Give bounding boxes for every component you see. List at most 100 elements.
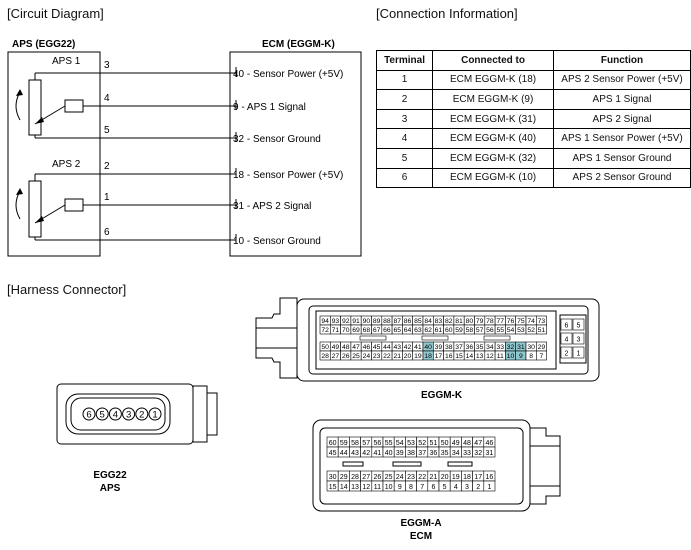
pin-number: 63 [414,327,422,334]
pin-number: 29 [340,474,348,481]
pin-circle [108,407,122,421]
sensor-label: APS 1 [52,56,81,67]
eggm-k-label: EGGM-K [421,390,463,401]
pin-number: 38 [407,450,415,457]
pin-number: 90 [363,318,371,325]
pin-number: 77 [496,318,504,325]
pin-number: 50 [441,440,449,447]
pin-number: 60 [329,440,337,447]
pin-number: 12 [362,484,370,491]
ecm-pin-number: 32 [233,134,245,145]
pin-number: 44 [383,344,391,351]
pin-number: 37 [455,344,463,351]
pin-number: 35 [476,344,484,351]
terminal-number: 3 [104,60,110,71]
pin-number: 49 [332,344,340,351]
pin-number: 28 [351,474,359,481]
table-cell: ECM EGGM-K (10) [432,167,555,189]
table-cell: APS 1 Sensor Power (+5V) [553,128,691,149]
pin-number: 55 [385,440,393,447]
pin-number: 2 [565,351,569,358]
pin-number: 4 [454,484,458,491]
pin-number: 19 [414,353,422,360]
pin-number: 20 [441,474,449,481]
terminal-number: 5 [104,125,110,136]
pin-number: 60 [445,327,453,334]
pin-number: 8 [529,353,533,360]
pin-number: 46 [363,344,371,351]
pin-number: 32 [474,450,482,457]
pin-number: 23 [407,474,415,481]
pin-number: 1 [152,410,157,421]
pin-number: 80 [466,318,474,325]
pin-circle [122,407,136,421]
eggm-a-latch [529,427,561,505]
pin-number: 31 [486,450,494,457]
pin-number: 16 [486,474,494,481]
pin-number: 53 [517,327,525,334]
adjust-arrow-icon [15,91,21,121]
ecm-pin-label: 31 - APS 2 Signal [233,201,311,212]
pin-number: 91 [352,318,360,325]
harness-connector-heading: [Harness Connector] [7,282,127,297]
adjust-arrow-icon [15,190,21,220]
pin-number: 13 [476,353,484,360]
pin-cell [483,480,496,492]
ecm-pin-function: - Sensor Power (+5V) [244,69,343,80]
pin-number: 14 [340,484,348,491]
pin-number: 93 [332,318,340,325]
pin-number: 27 [332,353,340,360]
pin-cell [560,318,573,331]
eggm-a-sub-label: ECM [410,531,432,542]
ecm-box [229,51,362,257]
table-cell: ECM EGGM-K (9) [432,89,555,110]
pin-number: 53 [407,440,415,447]
pin-number: 5 [443,484,447,491]
pin-number: 83 [435,318,443,325]
pin-number: 75 [517,318,525,325]
pin-cell [560,332,573,345]
pin-number: 78 [486,318,494,325]
pin-number: 37 [418,450,426,457]
pin-number: 71 [332,327,340,334]
pin-number: 18 [424,353,432,360]
pin-number: 40 [385,450,393,457]
pin-circle [82,407,96,421]
table-cell: 3 [375,108,434,130]
column-header: Connected to [432,50,555,71]
pin-number: 86 [404,318,412,325]
pin-number: 16 [445,353,453,360]
pin-number: 9 [398,484,402,491]
table-cell: 5 [375,147,434,169]
ecm-pin-function: - Sensor Ground [244,236,321,247]
table-cell: APS 2 Sensor Power (+5V) [553,69,691,91]
potentiometer [28,79,42,136]
pin-number: 52 [527,327,535,334]
pin-number: 39 [435,344,443,351]
pin-number: 17 [435,353,443,360]
table-cell: ECM EGGM-K (40) [432,128,555,149]
pin-number: 33 [463,450,471,457]
pin-number: 51 [430,440,438,447]
ecm-pin-label: 40 - Sensor Power (+5V) [233,69,343,80]
pin-number: 59 [455,327,463,334]
pin-number: 26 [342,353,350,360]
pin-number: 68 [363,327,371,334]
table-cell: ECM EGGM-K (31) [432,108,555,130]
pin-circle [135,407,149,421]
pin-cell [572,318,585,331]
pin-number: 56 [374,440,382,447]
egg22-sub-label: APS [100,483,121,494]
eggm-k-latch [255,297,298,379]
pin-cell [572,332,585,345]
pin-number: 38 [445,344,453,351]
pin-number: 59 [340,440,348,447]
pin-cell [483,446,496,458]
pin-number: 7 [540,353,544,360]
ecm-pin-number: 40 [233,69,245,80]
